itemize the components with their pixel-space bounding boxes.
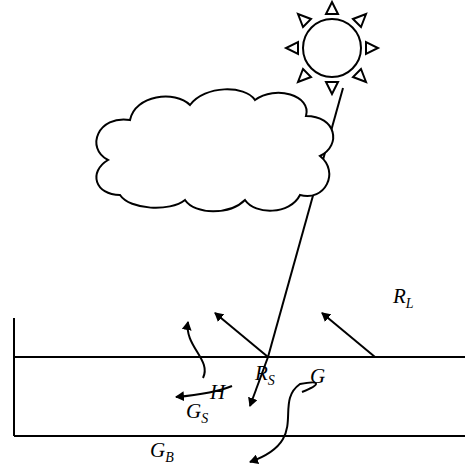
pond [14, 318, 465, 436]
flux-symbol: H [210, 382, 225, 403]
sun [286, 2, 378, 94]
flux-symbol: RS [255, 363, 275, 384]
flux-symbol: GS [186, 401, 208, 422]
flux-symbol: G [310, 366, 325, 387]
flux-symbol: GB [150, 440, 174, 461]
cloud [96, 89, 333, 211]
flux-symbol: RL [393, 286, 414, 307]
flux-arrows [176, 313, 375, 462]
